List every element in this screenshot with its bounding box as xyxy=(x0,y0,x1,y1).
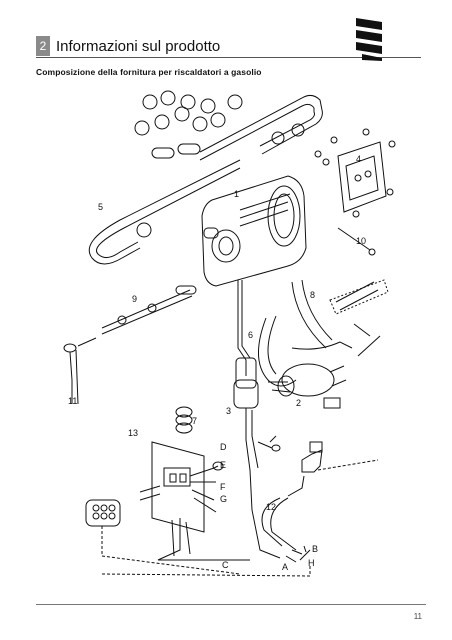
callout-7: 7 xyxy=(192,416,197,426)
chapter-title: Informazioni sul prodotto xyxy=(56,37,221,55)
callout-4: 4 xyxy=(356,154,361,164)
callout-B: B xyxy=(312,544,318,554)
callout-G: G xyxy=(220,494,227,504)
section-subtitle: Composizione della fornitura per riscald… xyxy=(36,67,262,77)
callout-9: 9 xyxy=(132,294,137,304)
callout-12: 12 xyxy=(266,502,276,512)
callout-8: 8 xyxy=(310,290,315,300)
callout-11: 11 xyxy=(68,396,77,406)
callout-10: 10 xyxy=(356,236,366,246)
callout-2: 2 xyxy=(296,398,301,408)
callout-F: F xyxy=(220,482,226,492)
callout-13: 13 xyxy=(128,428,138,438)
hose-clamp-icon xyxy=(134,90,305,145)
chapter-number: 2 xyxy=(36,36,50,56)
callout-6: 6 xyxy=(248,330,253,340)
callout-E: E xyxy=(220,460,226,470)
callout-D: D xyxy=(220,442,227,452)
callout-3: 3 xyxy=(226,406,231,416)
header-divider xyxy=(36,57,421,58)
callout-5: 5 xyxy=(98,202,103,212)
parts-diagram: 1 2 3 4 5 6 7 8 9 10 11 12 13 A B C D E … xyxy=(63,90,396,577)
page-number: 11 xyxy=(413,612,422,621)
footer-divider xyxy=(36,604,426,605)
callout-C: C xyxy=(222,560,229,570)
callout-1: 1 xyxy=(234,189,239,199)
callout-A: A xyxy=(282,562,288,572)
brand-logo-icon xyxy=(356,18,382,61)
callout-H: H xyxy=(308,558,315,568)
chapter-header: 2 Informazioni sul prodotto xyxy=(36,36,336,56)
